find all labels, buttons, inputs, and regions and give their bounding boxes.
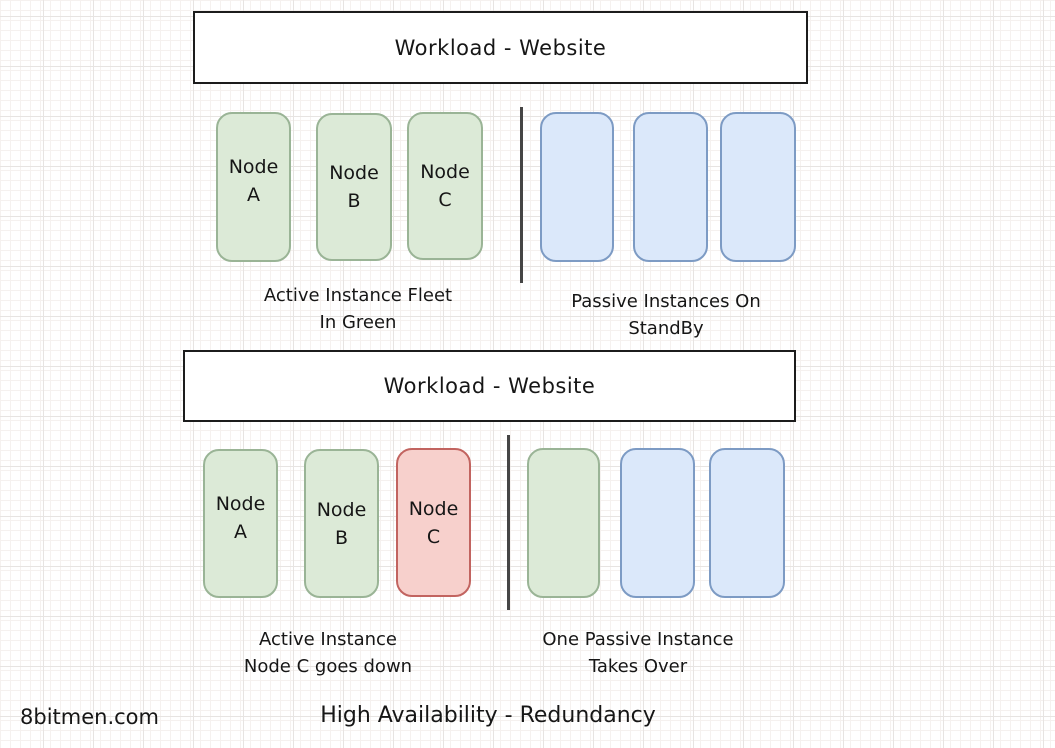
node-label: Node	[215, 492, 266, 515]
caption-passive-standby: Passive Instances On StandBy	[541, 288, 791, 342]
active-node-c-1: Node C	[407, 112, 483, 260]
caption-line: Active Instance Fleet	[263, 285, 453, 306]
node-letter: C	[426, 525, 441, 548]
active-node-a-1: Node A	[216, 112, 291, 262]
node-letter: B	[334, 526, 349, 549]
caption-node-c-down: Active Instance Node C goes down	[203, 626, 453, 680]
caption-line: Takes Over	[588, 656, 688, 677]
active-node-a-2: Node A	[203, 449, 278, 598]
passive-node-2-1	[633, 112, 708, 262]
node-letter: B	[347, 190, 361, 212]
node-letter: C	[438, 189, 452, 211]
workload-box-2: Workload - Website	[183, 350, 796, 422]
node-letter: A	[234, 520, 247, 543]
caption-line: StandBy	[628, 318, 704, 339]
caption-line: One Passive Instance	[542, 629, 734, 650]
node-label: Node	[329, 162, 379, 184]
diagram-title: High Availability - Redundancy	[320, 703, 656, 728]
node-label: Node	[316, 498, 367, 521]
node-label: Node	[420, 161, 470, 183]
passive-node-2-2	[620, 448, 695, 598]
caption-line: Active Instance	[259, 629, 397, 650]
active-node-b-1: Node B	[316, 113, 392, 261]
caption-active-fleet: Active Instance Fleet In Green	[233, 282, 483, 336]
caption-line: Passive Instances On	[571, 291, 761, 312]
workload-box-1-label: Workload - Website	[394, 35, 607, 60]
watermark: 8bitmen.com	[20, 705, 159, 729]
node-letter: A	[247, 184, 260, 206]
passive-node-1-1	[540, 112, 614, 262]
node-label: Node	[408, 497, 459, 520]
caption-line: Node C goes down	[243, 656, 413, 677]
active-node-b-2: Node B	[304, 449, 379, 598]
takeover-node-2	[527, 448, 600, 598]
workload-box-2-label: Workload - Website	[383, 374, 596, 398]
passive-node-3-1	[720, 112, 796, 262]
passive-node-3-2	[709, 448, 785, 598]
node-label: Node	[228, 156, 279, 178]
divider-line-2	[507, 435, 510, 610]
down-node-c-2: Node C	[396, 448, 471, 597]
workload-box-1: Workload - Website	[193, 11, 808, 84]
caption-line: In Green	[319, 312, 397, 333]
caption-takes-over: One Passive Instance Takes Over	[513, 626, 763, 680]
divider-line-1	[520, 107, 523, 283]
